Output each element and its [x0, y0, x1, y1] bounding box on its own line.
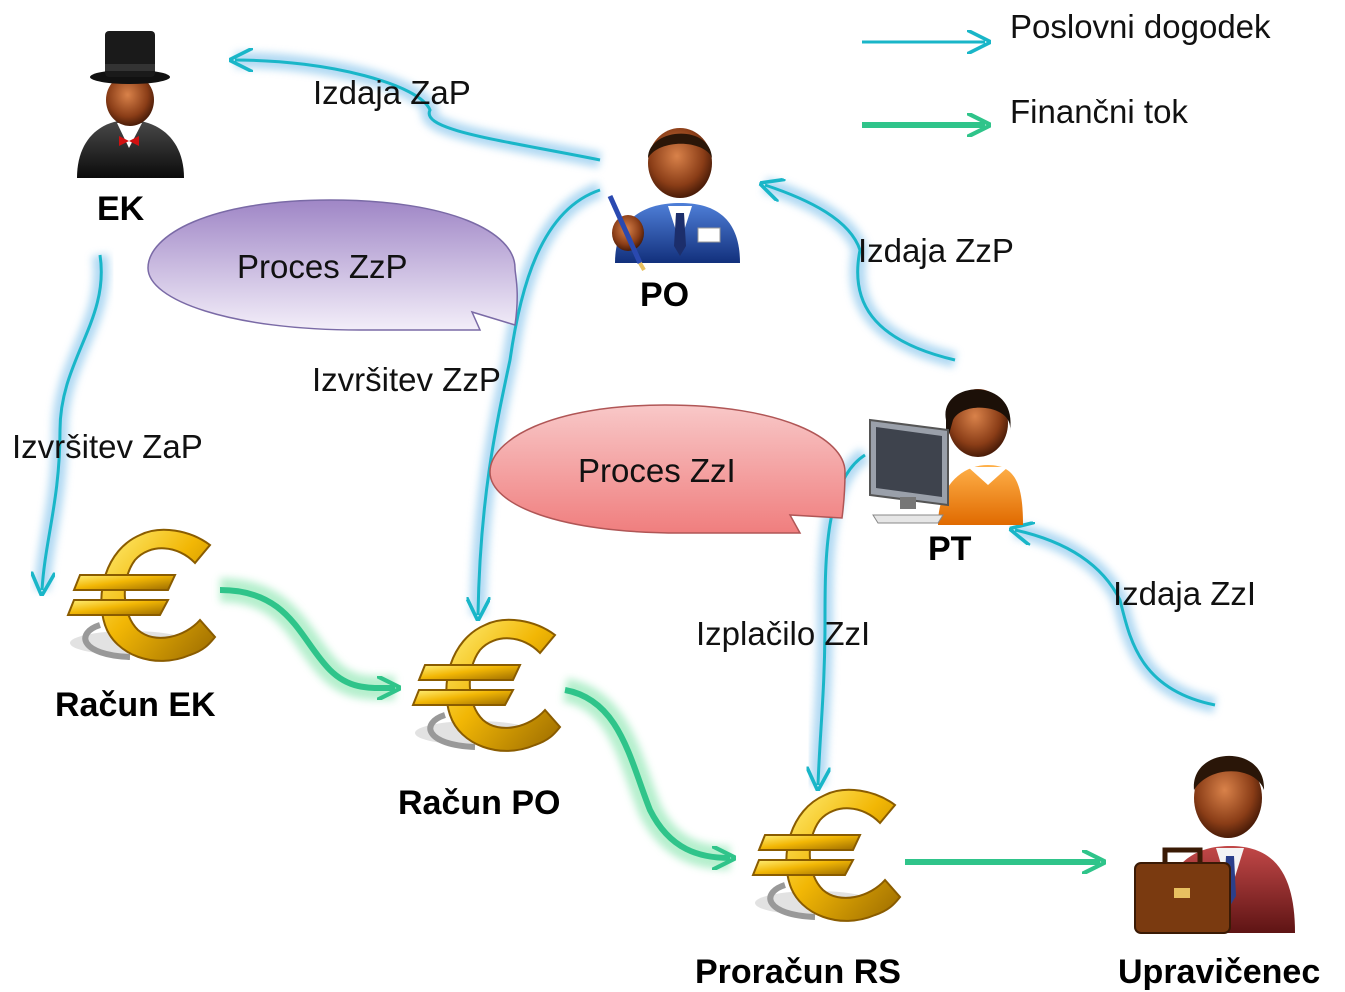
ek-person-icon [77, 31, 184, 178]
bubble-proces-zzp [147, 199, 518, 331]
actor-upravicenec-label: Upravičenec [1118, 953, 1321, 991]
event-flows [42, 60, 1217, 785]
arrow-izdaja-zzp [765, 177, 957, 368]
po-person-icon [607, 128, 740, 271]
actor-ek-label: EK [97, 190, 145, 228]
actor-po-label: PO [640, 276, 690, 314]
euro-icon [411, 618, 562, 752]
arrow-racun-po-to-proracun-rs [562, 678, 730, 858]
actor-pt-label: PT [928, 530, 972, 568]
arrow-izdaja-zap [235, 60, 602, 168]
pt-person-icon [869, 389, 1023, 525]
arrow-izdaja-zzi [1015, 530, 1217, 713]
upravicenec-person-icon [1134, 755, 1295, 934]
flow-izplacilo-zzi-label: Izplačilo ZzI [696, 615, 871, 652]
flow-izvrsitev-zap-label: Izvršitev ZaP [12, 428, 203, 465]
legend-business-event-label: Poslovni dogodek [1010, 8, 1271, 45]
legend [862, 42, 985, 125]
bubble-proces-zzi [489, 404, 846, 534]
arrow-izvrsitev-zap [42, 253, 110, 590]
arrow-izvrsitev-zzp [478, 182, 603, 615]
process-zzp-label: Proces ZzP [237, 248, 408, 285]
flow-izdaja-zzi-label: Izdaja ZzI [1113, 575, 1257, 612]
flow-izdaja-zzp-label: Izdaja ZzP [858, 232, 1014, 269]
euro-icon [751, 788, 902, 922]
flow-izvrsitev-zzp-label: Izvršitev ZzP [312, 361, 501, 398]
account-racun-po-label: Račun PO [398, 784, 561, 822]
process-zzi-label: Proces ZzI [578, 452, 736, 489]
arrow-racun-ek-to-racun-po [219, 578, 395, 701]
finance-flows [219, 578, 1100, 874]
account-racun-ek-label: Račun EK [55, 686, 216, 724]
account-proracun-rs-label: Proračun RS [695, 953, 901, 991]
euro-icon [66, 528, 217, 662]
legend-financial-flow-label: Finančni tok [1010, 93, 1188, 130]
flow-izdaja-zap-label: Izdaja ZaP [313, 74, 471, 111]
